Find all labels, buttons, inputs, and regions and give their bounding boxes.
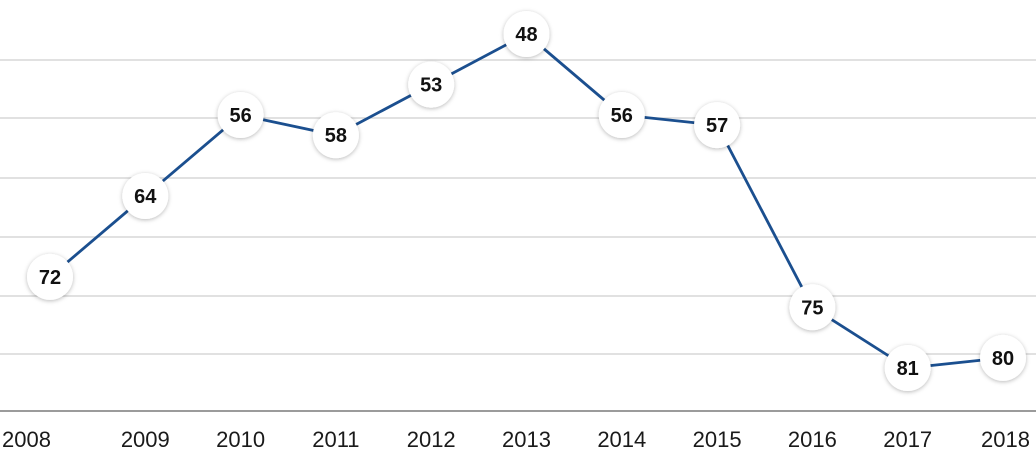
data-point-marker [27,253,73,300]
data-point-2016: 75 [789,284,836,331]
x-tick-label: 2016 [788,427,837,450]
x-tick-label: 2013 [502,427,551,450]
data-point-2011: 58 [312,112,359,159]
x-tick-label: 2017 [883,427,932,450]
data-point-2012: 53 [408,61,455,108]
x-tick-label: 2014 [597,427,646,450]
x-tick-label: 2008 [2,427,51,450]
data-point-2018: 80 [980,334,1026,381]
data-point-marker [312,112,359,159]
x-tick-label: 2012 [407,427,456,450]
data-label: 80 [992,348,1014,370]
data-point-marker [408,61,455,108]
data-label: 75 [801,297,823,319]
data-point-2014: 56 [598,91,645,138]
x-tick-label: 2018 [981,427,1030,450]
series-line [49,32,1004,370]
data-point-marker [789,284,836,331]
data-point-marker [217,91,264,138]
data-label: 64 [134,186,157,208]
series-layer [49,32,1004,370]
data-point-marker [503,11,550,57]
data-point-marker [884,345,931,391]
data-point-2008: 72 [27,253,73,300]
data-point-2009: 64 [122,172,169,219]
data-label: 58 [325,125,347,147]
data-point-marker [694,102,741,149]
data-point-marker [980,334,1026,381]
x-axis-ticks: 2008 2009 2010 2011 2012 2013 2014 2015 2016 2017… [2,427,1030,450]
data-point-2015: 57 [694,102,741,149]
data-point-marker [122,172,169,219]
data-label: 81 [897,358,919,380]
x-tick-label: 2010 [216,427,265,450]
x-tick-label: 2009 [121,427,170,450]
data-point-2013: 48 [503,11,550,57]
data-label: 56 [611,105,633,127]
data-label: 48 [515,24,537,46]
data-label: 56 [229,105,251,127]
data-label: 53 [420,75,442,97]
data-point-2010: 56 [217,91,264,138]
data-label: 72 [39,267,61,289]
data-label: 57 [706,115,728,137]
data-point-marker [598,91,645,138]
markers: 72 64 56 58 53 48 56 57 75 81 80 [27,11,1026,391]
data-point-2017: 81 [884,345,931,391]
x-tick-label: 2015 [693,427,742,450]
gridlines [0,59,1036,355]
x-tick-label: 2011 [312,427,359,450]
